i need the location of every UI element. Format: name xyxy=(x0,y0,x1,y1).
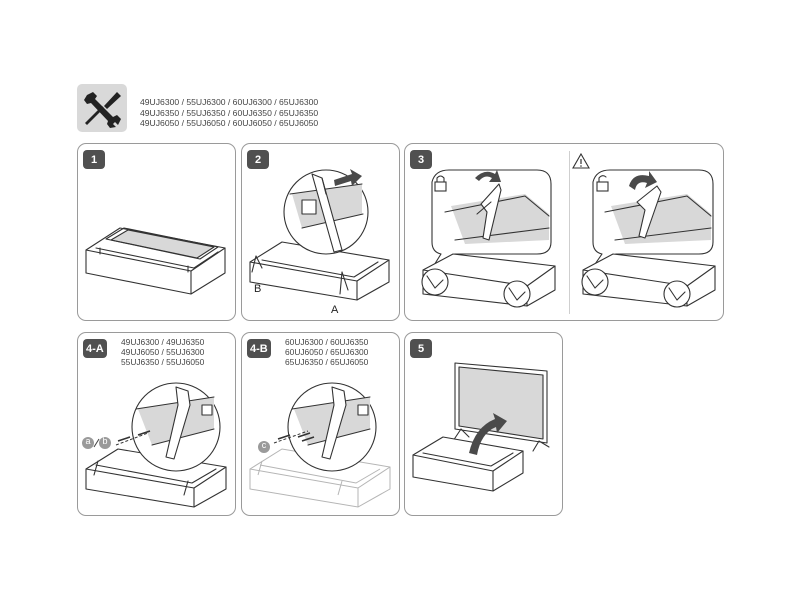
step-5-illustration xyxy=(412,362,550,492)
step-5-panel: 5 xyxy=(404,332,563,516)
step-4a-models: 49UJ6300 / 49UJ6350 49UJ6050 / 55UJ6300 … xyxy=(121,337,204,368)
lift-arrow-icon xyxy=(469,413,507,455)
tools-icon xyxy=(77,84,127,132)
screw-a-label: a xyxy=(85,436,91,446)
rotate-arrow-icon xyxy=(629,171,657,190)
model-list: 49UJ6300 / 55UJ6300 / 60UJ6300 / 65UJ630… xyxy=(140,97,318,129)
step-4b-illustration xyxy=(249,382,391,508)
step-4b-models: 60UJ6300 / 60UJ6350 60UJ6050 / 65UJ6300 … xyxy=(285,337,368,368)
model-line: 65UJ6350 / 65UJ6050 xyxy=(285,357,369,368)
step-4b-panel: 4-B 60UJ6300 / 60UJ6350 60UJ6050 / 65UJ6… xyxy=(241,332,400,516)
model-line: 49UJ6050 / 55UJ6300 xyxy=(121,347,205,358)
model-line: 49UJ6300 / 49UJ6350 xyxy=(121,337,205,347)
step-4a-panel: 4-A 49UJ6300 / 49UJ6350 49UJ6050 / 55UJ6… xyxy=(77,332,236,516)
screw-b-label: b xyxy=(102,436,108,446)
marker-a: A xyxy=(331,304,339,316)
step-4a-illustration xyxy=(82,382,227,508)
model-line: 49UJ6350 / 55UJ6350 / 60UJ6350 / 65UJ635… xyxy=(140,107,319,118)
insert-arrow-icon xyxy=(334,169,362,186)
step-3-panel: 3 xyxy=(404,143,724,321)
step-3-divider xyxy=(569,151,570,314)
model-line: 49UJ6300 / 55UJ6300 / 60UJ6300 / 65UJ630… xyxy=(140,97,319,107)
step-2-badge: 2 xyxy=(247,150,269,169)
marker-b: B xyxy=(254,283,262,295)
step-4b-badge: 4-B xyxy=(247,339,271,358)
step-2-illustration xyxy=(249,169,390,301)
warning-icon xyxy=(572,152,590,169)
step-3-illustration xyxy=(421,152,716,308)
rotate-arrow-icon xyxy=(475,170,501,182)
step-3-badge: 3 xyxy=(410,150,432,169)
lock-icon xyxy=(434,175,447,192)
model-line: 60UJ6050 / 65UJ6300 xyxy=(285,347,369,358)
step-2-panel: 2 B A xyxy=(241,143,400,321)
model-line: 60UJ6300 / 60UJ6350 xyxy=(285,337,369,347)
unlock-icon xyxy=(596,175,609,192)
step-5-badge: 5 xyxy=(410,339,432,358)
step-1-panel: 1 xyxy=(77,143,236,321)
step-1-illustration xyxy=(85,227,226,295)
step-1-badge: 1 xyxy=(83,150,105,169)
screw-c-label: c xyxy=(261,440,267,450)
model-line: 55UJ6350 / 55UJ6050 xyxy=(121,357,205,368)
model-line: 49UJ6050 / 55UJ6050 / 60UJ6050 / 65UJ605… xyxy=(140,118,319,128)
step-4a-badge: 4-A xyxy=(83,339,107,358)
